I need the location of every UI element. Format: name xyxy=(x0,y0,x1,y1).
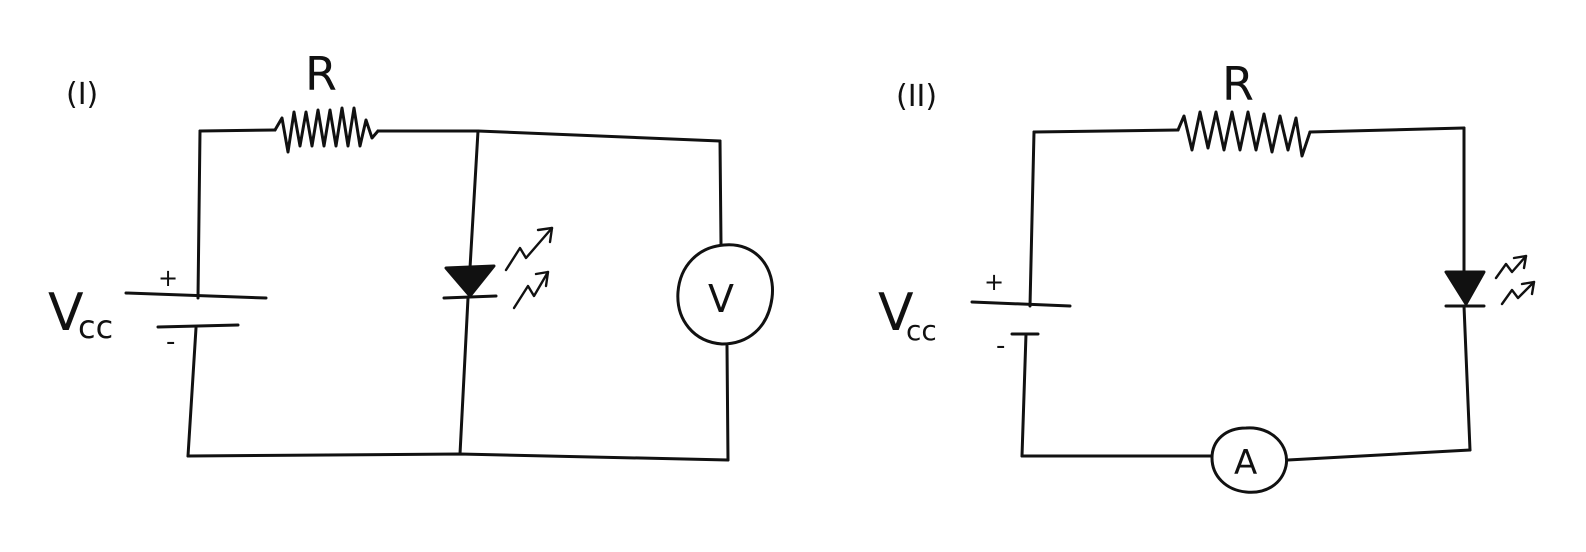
circuit-2-ammeter xyxy=(1210,426,1289,494)
circuit-1-battery-short-plate xyxy=(156,323,240,329)
circuit-1: (I) R + - V cc V xyxy=(48,47,774,462)
circuit-2-minus-sign: - xyxy=(996,331,1005,361)
circuit-2-battery-long-plate xyxy=(970,300,1072,308)
circuit-2-led-arrowhead-1 xyxy=(1512,254,1528,270)
circuit-1-resistor-label: R xyxy=(305,47,337,101)
circuit-1-battery-long-plate xyxy=(124,291,268,300)
circuit-1-top-wire-right xyxy=(376,129,722,143)
circuit-2: (II) R + - V cc A xyxy=(878,57,1536,494)
circuit-2-source-subscript: cc xyxy=(906,314,937,347)
circuit-1-led-wire-bottom xyxy=(458,296,470,456)
circuit-1-resistor xyxy=(273,106,380,154)
circuit-1-voltmeter-label: V xyxy=(708,277,734,321)
circuit-1-source-label: V xyxy=(48,283,84,343)
circuit-2-led-arrowhead-2 xyxy=(1520,280,1536,296)
circuit-1-led-bar xyxy=(442,294,498,300)
circuit-2-bottom-wire-right xyxy=(1286,448,1472,462)
circuit-2-ammeter-label: A xyxy=(1234,443,1257,483)
circuit-1-top-wire-left xyxy=(198,128,277,133)
circuit-1-led-triangle xyxy=(444,264,496,298)
circuit-1-plus-sign: + xyxy=(158,264,178,292)
circuit-1-led-arrowhead-1 xyxy=(536,226,554,244)
circuit-2-source-label: V xyxy=(878,283,914,343)
circuit-1-left-wire-bottom xyxy=(186,326,198,458)
circuit-1-left-wire-top xyxy=(196,129,202,300)
circuit-1-minus-sign: - xyxy=(166,327,175,357)
circuit-1-led-light-arrow-1 xyxy=(504,226,554,272)
circuit-1-voltmeter xyxy=(676,243,774,346)
circuit-2-resistor-label: R xyxy=(1222,57,1254,111)
circuit-2-left-wire-top xyxy=(1028,130,1036,308)
circuit-1-source-subscript: cc xyxy=(78,308,113,346)
circuit-2-plus-sign: + xyxy=(984,268,1004,296)
circuit-2-left-wire-bottom xyxy=(1020,332,1028,458)
circuit-1-bottom-wire xyxy=(186,452,730,462)
circuit-2-resistor xyxy=(1176,110,1312,158)
circuit-2-led-light-arrow-1 xyxy=(1494,254,1528,280)
circuit-1-label: (I) xyxy=(66,77,98,112)
circuit-2-led-triangle xyxy=(1444,270,1486,306)
circuit-2-led-light-arrow-2 xyxy=(1500,280,1536,306)
circuit-1-led-light-arrow-2 xyxy=(512,270,550,310)
circuit-1-meter-wire-top xyxy=(718,139,723,246)
circuit-2-led-wire-bottom xyxy=(1462,304,1472,452)
circuit-2-top-wire-left xyxy=(1032,128,1180,134)
circuit-2-label: (II) xyxy=(896,79,937,114)
circuit-1-led-arrowhead-2 xyxy=(534,270,550,288)
circuit-1-meter-wire-bottom xyxy=(725,344,730,462)
circuit-2-top-wire-right xyxy=(1308,126,1466,134)
circuit-1-led-wire-top xyxy=(468,129,480,270)
